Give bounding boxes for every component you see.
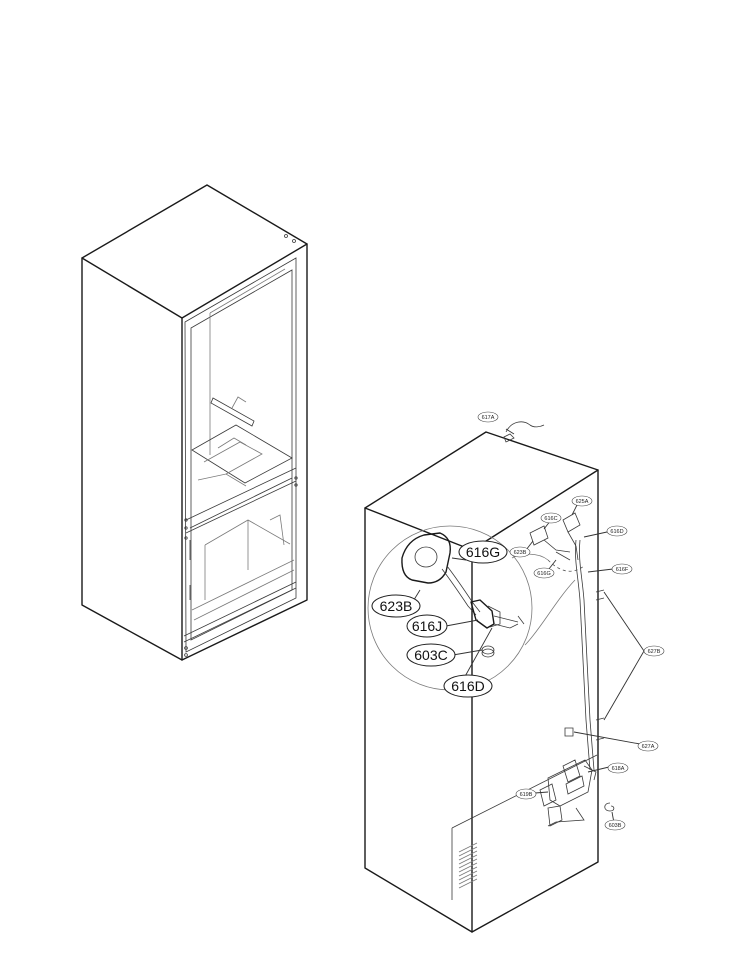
- callout-616F: 616F: [611, 563, 633, 575]
- front-cabinet-drawing: [81, 184, 308, 661]
- svg-text:616J: 616J: [412, 618, 442, 634]
- callout-616C: 616C: [540, 512, 562, 524]
- svg-text:603B: 603B: [609, 823, 622, 829]
- callout-617A: 617A: [477, 411, 499, 423]
- svg-text:619B: 619B: [520, 792, 533, 798]
- callout-619B: 619B: [515, 788, 537, 800]
- callout-603C: 603C: [406, 643, 456, 667]
- svg-text:623B: 623B: [514, 550, 527, 556]
- small-callouts: 617A 625A 616C 616D 623B 616G 616F 627B: [477, 411, 665, 831]
- callout-616D: 616D: [443, 674, 493, 698]
- svg-text:627A: 627A: [642, 744, 655, 750]
- callout-627B: 627B: [643, 645, 665, 657]
- callout-603B: 603B: [604, 819, 626, 831]
- rear-cabinet-drawing: [364, 421, 615, 933]
- svg-text:616F: 616F: [616, 567, 629, 573]
- svg-text:618A: 618A: [612, 766, 625, 772]
- callout-623B: 623B: [371, 594, 421, 618]
- svg-text:616D: 616D: [451, 678, 484, 694]
- callout-623B-small: 623B: [509, 546, 531, 558]
- callout-627A: 627A: [637, 740, 659, 752]
- callout-618A: 618A: [607, 762, 629, 774]
- svg-text:627B: 627B: [648, 649, 661, 655]
- svg-text:617A: 617A: [482, 415, 495, 421]
- callout-616G: 616G: [458, 540, 508, 564]
- callout-625A: 625A: [571, 495, 593, 507]
- svg-text:616G: 616G: [466, 544, 500, 560]
- leader-lines: [411, 428, 645, 824]
- callout-616G-small: 616G: [533, 567, 555, 579]
- svg-text:616C: 616C: [544, 516, 557, 522]
- svg-text:625A: 625A: [576, 499, 589, 505]
- svg-text:616G: 616G: [537, 571, 550, 577]
- svg-text:616D: 616D: [610, 529, 623, 535]
- callout-616D-small: 616D: [606, 525, 628, 537]
- detail-callouts: 616G 623B 616J 603C 616D: [371, 540, 508, 698]
- callout-616J: 616J: [406, 614, 448, 638]
- svg-text:623B: 623B: [380, 598, 413, 614]
- svg-text:603C: 603C: [414, 647, 447, 663]
